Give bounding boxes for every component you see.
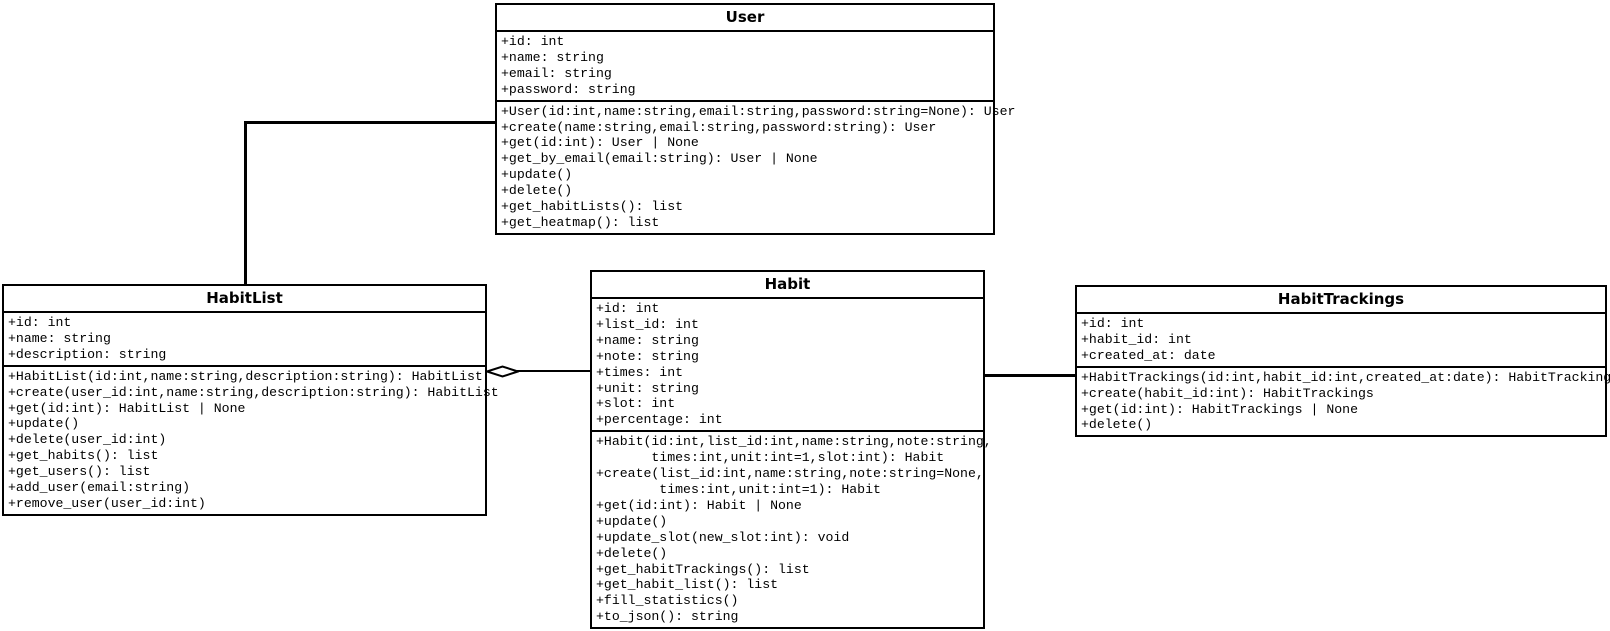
member-row: +email: string bbox=[501, 65, 612, 81]
member-row: +id: int bbox=[596, 301, 660, 316]
member-row: +update() bbox=[501, 167, 573, 183]
member-row: +fill_statistics() bbox=[596, 593, 739, 609]
member-row: +update() bbox=[8, 416, 80, 432]
member-row: +get_habits(): list bbox=[8, 448, 159, 464]
member-row: +get_users(): list bbox=[8, 464, 151, 480]
class-methods-user: +User(id:int,name:string,email:string,pa… bbox=[497, 102, 1016, 233]
member-row: +update() bbox=[596, 513, 668, 529]
member-row: +delete() bbox=[501, 183, 573, 199]
class-methods-habittrackings: +HabitTrackings(id:int,habit_id:int,crea… bbox=[1077, 368, 1610, 436]
member-row: +create(habit_id:int): HabitTrackings bbox=[1081, 385, 1374, 401]
member-row: +slot: int bbox=[596, 396, 676, 412]
class-box-user: User +id: int+name: string+email: string… bbox=[495, 3, 1016, 235]
aggregation-diamond-icon bbox=[486, 365, 519, 378]
class-attributes-habittrackings: +id: int+habit_id: int+created_at: date bbox=[1077, 314, 1605, 368]
member-row: +User(id:int,name:string,email:string,pa… bbox=[501, 103, 1016, 119]
member-row: times:int,unit:int=1,slot:int): Habit bbox=[596, 450, 945, 466]
member-row: +to_json(): string bbox=[596, 609, 739, 625]
member-row: +name: string bbox=[8, 330, 111, 346]
class-attributes-user: +id: int+name: string+email: string+pass… bbox=[497, 32, 993, 102]
class-box-habit: Habit +id: int+list_id: int+name: string… bbox=[590, 270, 992, 630]
class-attributes-habitlist: +id: int+name: string+description: strin… bbox=[4, 313, 485, 367]
member-row: +password: string bbox=[501, 81, 636, 97]
member-row: +get_habitTrackings(): list bbox=[596, 561, 810, 577]
member-row: +id: int bbox=[1081, 316, 1145, 331]
member-row: +id: int bbox=[8, 315, 72, 330]
member-row: +name: string bbox=[501, 49, 604, 65]
connector-habit-habittrackings-line bbox=[985, 374, 1075, 377]
class-title-user: User bbox=[497, 5, 993, 32]
member-row: +Habit(id:int,list_id:int,name:string,no… bbox=[596, 434, 992, 450]
member-row: +created_at: date bbox=[1081, 347, 1216, 363]
member-row: +HabitTrackings(id:int,habit_id:int,crea… bbox=[1081, 369, 1610, 385]
member-row: +name: string bbox=[596, 332, 699, 348]
member-row: +get(id:int): Habit | None bbox=[596, 497, 802, 513]
member-row: +unit: string bbox=[596, 380, 699, 396]
member-row: +get_heatmap(): list bbox=[501, 214, 660, 230]
member-row: +habit_id: int bbox=[1081, 331, 1192, 347]
connector-habitlist-habit-line bbox=[517, 370, 590, 372]
connector-user-habitlist-horizontal bbox=[244, 121, 495, 124]
class-title-habitlist: HabitList bbox=[4, 286, 485, 313]
class-methods-habitlist: +HabitList(id:int,name:string,descriptio… bbox=[4, 367, 499, 514]
member-row: +get_habit_list(): list bbox=[596, 577, 779, 593]
class-methods-habit: +Habit(id:int,list_id:int,name:string,no… bbox=[592, 432, 992, 627]
class-attributes-habit: +id: int+list_id: int+name: string+note:… bbox=[592, 299, 983, 433]
member-row: +id: int bbox=[501, 34, 565, 49]
member-row: +HabitList(id:int,name:string,descriptio… bbox=[8, 368, 483, 384]
member-row: +remove_user(user_id:int) bbox=[8, 495, 206, 511]
class-title-habittrackings: HabitTrackings bbox=[1077, 287, 1605, 314]
member-row: +get(id:int): HabitTrackings | None bbox=[1081, 401, 1358, 417]
member-row: +create(user_id:int,name:string,descript… bbox=[8, 384, 499, 400]
member-row: +times: int bbox=[596, 364, 684, 380]
member-row: times:int,unit:int=1): Habit bbox=[596, 481, 881, 497]
member-row: +description: string bbox=[8, 346, 167, 362]
member-row: +delete(user_id:int) bbox=[8, 432, 167, 448]
member-row: +create(name:string,email:string,passwor… bbox=[501, 119, 937, 135]
member-row: +get(id:int): HabitList | None bbox=[8, 400, 246, 416]
member-row: +delete() bbox=[596, 545, 668, 561]
member-row: +get_habitLists(): list bbox=[501, 199, 684, 215]
class-title-habit: Habit bbox=[592, 272, 983, 299]
member-row: +percentage: int bbox=[596, 412, 723, 428]
member-row: +add_user(email:string) bbox=[8, 480, 191, 496]
member-row: +delete() bbox=[1081, 417, 1153, 433]
connector-user-habitlist-vertical bbox=[244, 121, 247, 284]
member-row: +get_by_email(email:string): User | None bbox=[501, 151, 818, 167]
member-row: +update_slot(new_slot:int): void bbox=[596, 529, 850, 545]
class-box-habittrackings: HabitTrackings +id: int+habit_id: int+cr… bbox=[1075, 285, 1610, 438]
member-row: +note: string bbox=[596, 348, 699, 364]
member-row: +get(id:int): User | None bbox=[501, 135, 699, 151]
member-row: +list_id: int bbox=[596, 316, 699, 332]
member-row: +create(list_id:int,name:string,note:str… bbox=[596, 466, 984, 482]
class-box-habitlist: HabitList +id: int+name: string+descript… bbox=[2, 284, 499, 516]
